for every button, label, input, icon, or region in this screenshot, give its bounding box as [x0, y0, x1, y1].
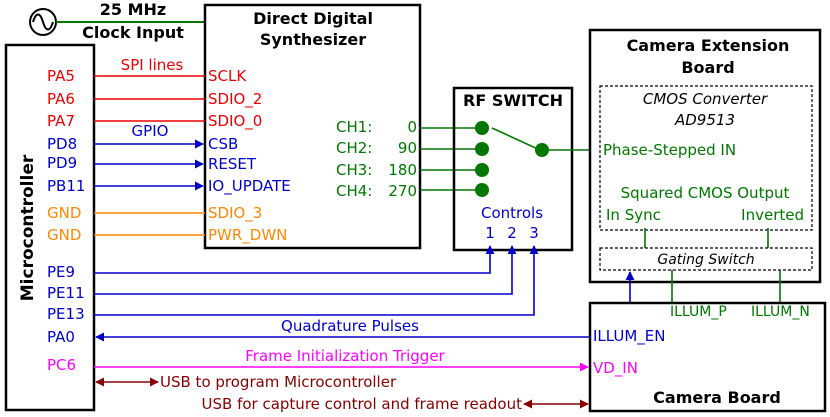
microcontroller-title: Microcontroller [18, 154, 38, 301]
mc-pin-pa6: PA6 [47, 90, 75, 108]
phase-stepped-in-label: Phase-Stepped IN [603, 141, 736, 159]
illum-n-label: ILLUM_N [751, 304, 810, 320]
control-lines [94, 245, 539, 316]
vd-in-label: VD_IN [593, 359, 638, 378]
clock-source: 25 MHz Clock Input [29, 0, 205, 42]
frame-trigger-label: Frame Initialization Trigger [245, 347, 445, 365]
spi-lines-label: SPI lines [121, 56, 184, 74]
microcontroller-pins: PA5 PA6 PA7 PD8 PD9 PB11 GND GND PE9 PE1… [47, 67, 85, 374]
dds-title-line2: Synthesizer [260, 30, 366, 49]
mc-pin-pe13: PE13 [47, 305, 85, 323]
illum-en-label: ILLUM_EN [593, 327, 666, 346]
dds-pin-reset: RESET [208, 155, 257, 173]
mc-pin-pe9: PE9 [47, 263, 75, 281]
in-sync-label: In Sync [606, 206, 661, 224]
ch3-phase: 180 [388, 161, 417, 179]
mc-pin-pa0: PA0 [47, 328, 75, 346]
ch4-name: CH4: [336, 182, 372, 200]
illum-wires [671, 270, 781, 303]
ch4-phase: 270 [388, 182, 417, 200]
ch1-phase: 0 [407, 118, 417, 136]
gating-switch-label: Gating Switch [657, 252, 754, 268]
spi-lines [94, 75, 205, 122]
control-number-3: 3 [529, 224, 539, 242]
rf-switch-block: RF SWITCH Controls 1 2 3 [452, 86, 600, 252]
mc-pin-pd9: PD9 [47, 154, 77, 172]
ch3-name: CH3: [336, 161, 372, 179]
mc-pin-pc6: PC6 [47, 356, 76, 374]
dds-pin-sdio3: SDIO_3 [208, 204, 262, 223]
switch-common [535, 143, 549, 157]
squared-output-label: Squared CMOS Output [621, 184, 790, 202]
dds-pin-csb: CSB [208, 135, 238, 153]
switch-contact-2 [475, 142, 489, 156]
channel-wires [420, 127, 482, 191]
ch1-name: CH1: [336, 118, 372, 136]
gnd-lines [94, 212, 205, 236]
controls-label: Controls [481, 204, 543, 222]
mc-pin-pd8: PD8 [47, 135, 77, 153]
illum-p-label: ILLUM_P [670, 304, 727, 320]
cmos-converter-box [599, 85, 813, 231]
camera-extension-title-line2: Board [681, 58, 734, 77]
control-number-1: 1 [485, 224, 495, 242]
dds-title-line1: Direct Digital [253, 9, 373, 28]
cmos-converter-line2: AD9513 [674, 111, 735, 129]
mc-pin-pa7: PA7 [47, 112, 75, 130]
gating-switch-box [599, 247, 813, 271]
dds-pin-io-update: IO_UPDATE [208, 177, 291, 196]
dds-block: Direct Digital Synthesizer [203, 3, 422, 250]
dds-channels: CH1: 0 CH2: 90 CH3: 180 CH4: 270 [336, 118, 417, 200]
usb-capture-label: USB for capture control and frame readou… [202, 395, 523, 413]
mc-pin-pa5: PA5 [47, 67, 75, 85]
quadrature-pulses-label: Quadrature Pulses [281, 317, 419, 335]
camera-extension-title-line1: Camera Extension [627, 36, 790, 55]
mc-pin-gnd-2: GND [47, 226, 81, 244]
mc-pin-pb11: PB11 [47, 177, 85, 195]
camera-extension-board: Camera Extension Board CMOS Converter AD… [588, 28, 822, 284]
dds-pins: SCLK SDIO_2 SDIO_0 CSB RESET IO_UPDATE S… [208, 67, 291, 245]
camera-board: Camera Board ILLUM_EN VD_IN [588, 301, 827, 413]
mc-pin-gnd-1: GND [47, 204, 81, 222]
usb-program-label: USB to program Microcontroller [160, 373, 397, 391]
ch2-phase: 90 [398, 139, 417, 157]
mc-pin-pe11: PE11 [47, 284, 85, 302]
cmos-converter-line1: CMOS Converter [643, 90, 768, 108]
camera-board-title: Camera Board [653, 388, 781, 407]
dds-pin-pwr-dwn: PWR_DWN [208, 226, 287, 245]
gpio-lines [94, 139, 204, 191]
control-number-2: 2 [507, 224, 517, 242]
inverted-label: Inverted [741, 206, 804, 224]
switch-contact-4 [475, 183, 489, 197]
clock-freq-label: 25 MHz [100, 0, 166, 19]
dds-pin-sdio0: SDIO_0 [208, 112, 262, 131]
rf-switch-title: RF SWITCH [463, 91, 563, 110]
dds-pin-sdio2: SDIO_2 [208, 90, 262, 109]
ch2-name: CH2: [336, 139, 372, 157]
clock-input-label: Clock Input [82, 23, 184, 42]
gpio-label: GPIO [132, 122, 169, 140]
microcontroller-block: Microcontroller [4, 43, 96, 412]
switch-contact-1 [475, 121, 489, 135]
switch-contact-3 [475, 163, 489, 177]
dds-pin-sclk: SCLK [208, 67, 247, 85]
